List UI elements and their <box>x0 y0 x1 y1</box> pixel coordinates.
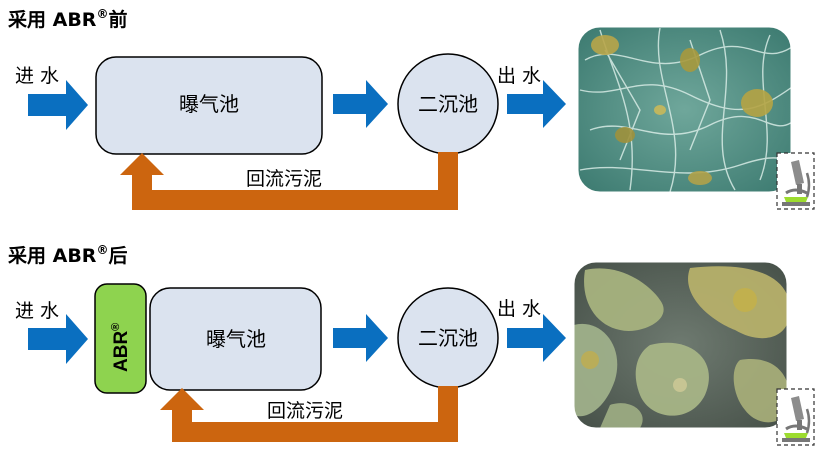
micrograph-before <box>577 26 792 193</box>
return-sludge-arrow <box>120 152 458 210</box>
microscope-icon <box>776 152 815 210</box>
aeration-tank-label: 曝气池 <box>179 92 239 116</box>
aeration-tank-label: 曝气池 <box>206 327 266 351</box>
inflow-arrow <box>28 80 88 130</box>
inflow-label: 进 水 <box>15 300 59 322</box>
clarifier-label: 二沉池 <box>418 326 478 350</box>
flow-arrow-to-clarifier <box>333 314 388 362</box>
before-section: 采用 ABR®前 进 水 曝气池 二沉池 出 水 回流污泥 <box>8 7 815 210</box>
return-sludge-arrow <box>160 386 458 442</box>
micrograph-after <box>573 261 788 429</box>
aeration-tank <box>149 287 322 391</box>
inflow-label: 进 水 <box>15 65 59 87</box>
return-sludge-label: 回流污泥 <box>246 168 322 190</box>
before-title: 采用 ABR®前 <box>8 7 127 31</box>
outflow-arrow <box>507 80 566 128</box>
microscope-icon <box>776 388 815 446</box>
flow-arrow-to-clarifier <box>333 80 388 128</box>
outflow-label: 出 水 <box>497 298 541 320</box>
clarifier-label: 二沉池 <box>418 92 478 116</box>
after-section: 采用 ABR®后 进 水 ABR® 曝气池 二沉池 出 水 回流污泥 <box>8 243 815 446</box>
inflow-arrow <box>28 314 88 364</box>
abr-module-label: ABR® <box>110 323 132 372</box>
outflow-label: 出 水 <box>497 65 541 87</box>
return-sludge-label: 回流污泥 <box>267 400 343 422</box>
abr-module <box>94 283 147 394</box>
after-title: 采用 ABR®后 <box>8 243 127 267</box>
outflow-arrow <box>507 314 566 362</box>
aeration-tank <box>95 56 323 155</box>
